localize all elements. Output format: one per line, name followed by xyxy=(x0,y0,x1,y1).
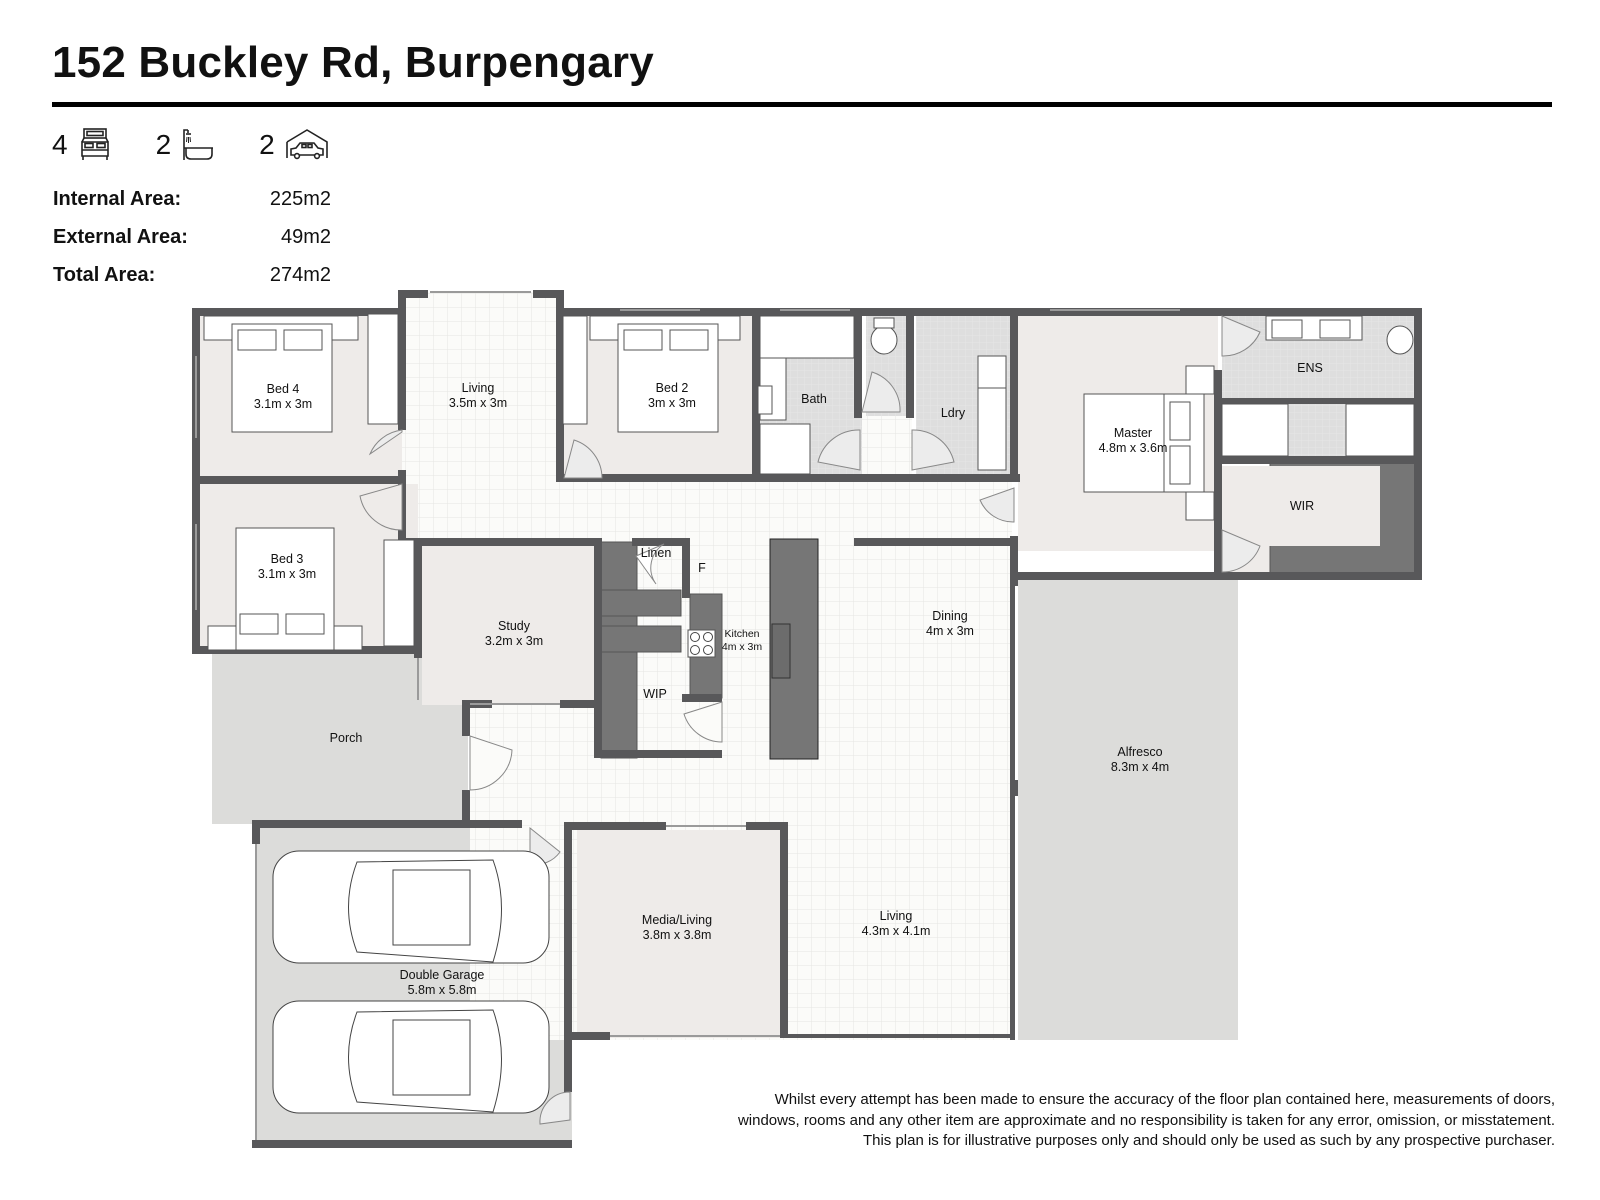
room-master-size: 4.8m x 3.6m xyxy=(1099,441,1168,455)
area-summary: Internal Area: 225m2 External Area: 49m2… xyxy=(53,180,331,294)
cooktop-icon xyxy=(687,629,716,658)
alfresco-floor xyxy=(1018,580,1238,1040)
title-divider xyxy=(52,102,1552,107)
disclaimer-line-3: This plan is for illustrative purposes o… xyxy=(862,1132,1555,1149)
room-bed3-size: 3.1m x 3m xyxy=(258,567,316,581)
room-garage-name: Double Garage xyxy=(400,968,485,982)
wir-shelf-inner xyxy=(1222,466,1380,546)
garage-car-icon xyxy=(285,128,329,162)
windows xyxy=(195,291,1180,1140)
room-master-name: Master xyxy=(1114,426,1152,440)
internal-area-label: Internal Area: xyxy=(53,187,182,210)
room-living-top-name: Living xyxy=(462,381,495,395)
study-floor xyxy=(422,545,594,705)
room-fridge-name: F xyxy=(698,561,706,575)
room-study-name: Study xyxy=(498,619,531,633)
room-alfresco-size: 8.3m x 4m xyxy=(1111,760,1169,774)
room-study-size: 3.2m x 3m xyxy=(485,634,543,648)
furniture xyxy=(203,313,1415,651)
room-ens-name: ENS xyxy=(1297,361,1323,375)
room-ldry-name: Ldry xyxy=(941,406,966,420)
wc-hall-floor xyxy=(862,412,912,482)
room-living-top-size: 3.5m x 3m xyxy=(449,396,507,410)
room-wir-name: WIR xyxy=(1290,499,1314,513)
room-media-name: Media/Living xyxy=(642,913,712,927)
disclaimer-line-1: Whilst every attempt has been made to en… xyxy=(774,1091,1555,1108)
corridor-floor xyxy=(402,480,1012,542)
bathrooms-feature: 2 xyxy=(156,128,216,162)
garage-feature: 2 xyxy=(259,128,329,162)
room-alfresco-name: Alfresco xyxy=(1117,745,1162,759)
disclaimer: Whilst every attempt has been made to en… xyxy=(595,1090,1555,1152)
room-dining-name: Dining xyxy=(932,609,967,623)
room-living-main-name: Living xyxy=(880,909,913,923)
room-dining-size: 4m x 3m xyxy=(926,624,974,638)
room-bed2-name: Bed 2 xyxy=(656,381,689,395)
room-wip-name: WIP xyxy=(643,687,667,701)
room-media-size: 3.8m x 3.8m xyxy=(643,928,712,942)
room-linen-name: Linen xyxy=(641,546,672,560)
door-swings xyxy=(359,315,1261,1125)
room-labels: Bed 4 3.1m x 3m Living 3.5m x 3m Bed 2 3… xyxy=(254,361,1323,997)
room-garage-size: 5.8m x 5.8m xyxy=(408,983,477,997)
bathrooms-count: 2 xyxy=(155,129,172,160)
bath-icon xyxy=(181,128,215,162)
room-porch-name: Porch xyxy=(330,731,363,745)
page-title: 152 Buckley Rd, Burpengary xyxy=(52,38,654,87)
room-kitchen-name: Kitchen xyxy=(724,628,759,640)
total-area-value: 274m2 xyxy=(269,263,331,286)
wir-shelf-side xyxy=(1382,462,1414,577)
garage-count: 2 xyxy=(259,129,275,160)
disclaimer-line-2: windows, rooms and any other item are ap… xyxy=(737,1111,1555,1129)
total-area-label: Total Area: xyxy=(53,263,156,286)
room-bed3-name: Bed 3 xyxy=(271,552,304,566)
room-bed2-size: 3m x 3m xyxy=(648,396,696,410)
car-icon xyxy=(272,850,550,1114)
bedrooms-feature: 4 xyxy=(52,128,112,162)
bedrooms-count: 4 xyxy=(52,129,68,160)
room-living-main-size: 4.3m x 4.1m xyxy=(862,924,931,938)
internal-area-value: 225m2 xyxy=(269,187,331,210)
external-area-row: External Area: 49m2 xyxy=(53,218,331,256)
internal-area-row: Internal Area: 225m2 xyxy=(53,180,331,218)
bed-icon xyxy=(78,128,112,162)
room-bed4-name: Bed 4 xyxy=(267,382,300,396)
room-bed4-size: 3.1m x 3m xyxy=(254,397,312,411)
room-bath-name: Bath xyxy=(801,392,827,406)
external-area-value: 49m2 xyxy=(280,225,331,248)
external-area-label: External Area: xyxy=(53,225,188,248)
total-area-row: Total Area: 274m2 xyxy=(53,256,331,294)
room-kitchen-size: 4m x 3m xyxy=(722,641,763,653)
property-features: 4 2 xyxy=(52,125,363,165)
media-floor xyxy=(577,830,783,1038)
